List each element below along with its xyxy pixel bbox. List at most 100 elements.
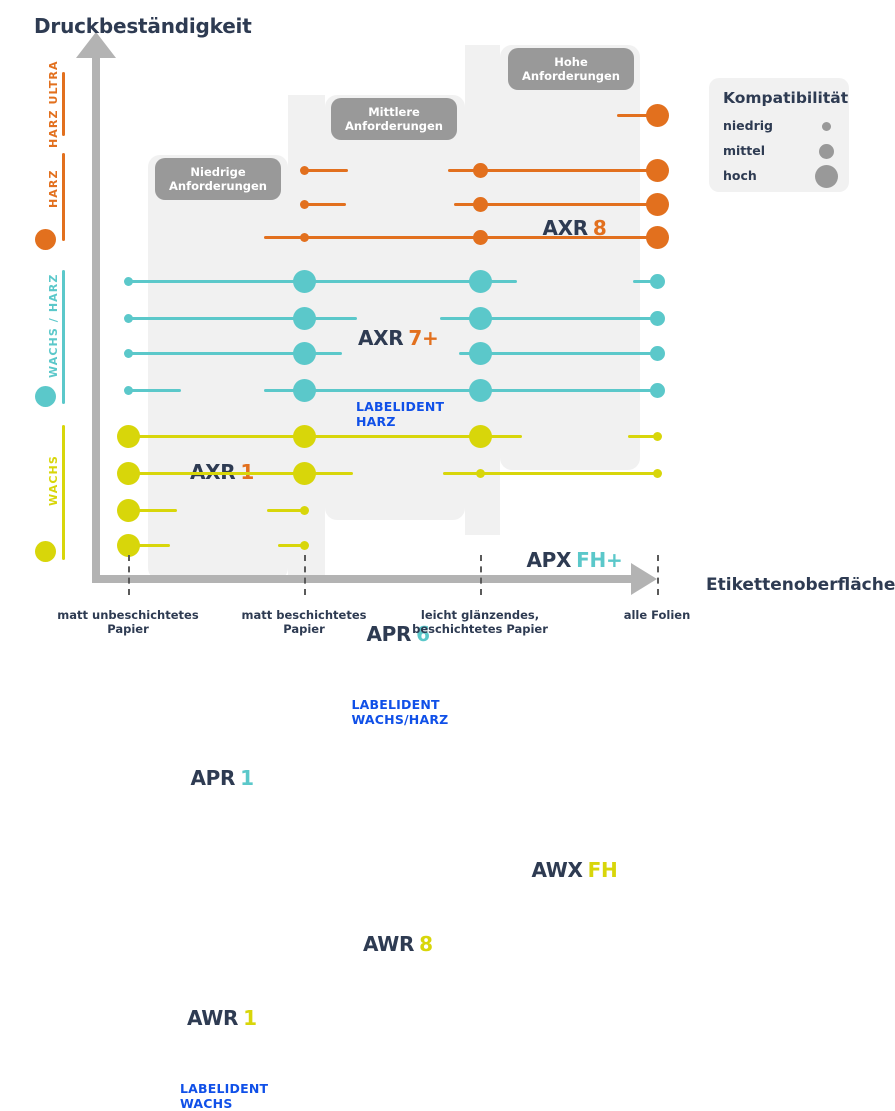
connector-line (128, 434, 304, 438)
zone-tag-1: Niedrige Anforderungen (155, 158, 281, 200)
y-category-label: HARZ ULTRA (47, 60, 60, 148)
connector-line (454, 202, 480, 206)
legend-item: mittel (723, 143, 835, 161)
data-point-niedrig (299, 165, 309, 175)
connector-line (616, 113, 657, 117)
connector-line (439, 316, 480, 320)
data-point-niedrig (299, 505, 309, 515)
data-point-niedrig (475, 468, 485, 478)
data-point-hoch (645, 158, 669, 182)
data-point-mittel (649, 345, 665, 361)
x-tick-mark (304, 555, 306, 595)
connector-line (264, 235, 304, 239)
connector-line (448, 168, 480, 172)
zone-tag-2: Mittlere Anforderungen (331, 98, 457, 140)
data-point-hoch (468, 306, 492, 330)
data-point-hoch (468, 341, 492, 365)
x-tick-mark (657, 555, 659, 595)
chart-canvas: Niedrige Anforderungen Mittlere Anforderu… (34, 14, 895, 1111)
series-label-prefix: AWR (187, 1006, 239, 1030)
y-category-label: HARZ (47, 169, 60, 209)
connector-line (278, 543, 304, 547)
x-tick-label: leicht glänzendes, beschichtetes Papier (412, 608, 548, 636)
x-tick-label: matt unbeschichtetes Papier (57, 608, 199, 636)
connector-line (304, 235, 480, 239)
series-label-suffix: 8 (419, 932, 433, 956)
data-point-niedrig (299, 232, 309, 242)
y-category-label: WACHS (47, 455, 60, 507)
series-label-labelident: LABELIDENT HARZ (356, 399, 445, 429)
connector-line (480, 316, 657, 320)
x-tick-label: matt beschichtetes Papier (241, 608, 367, 636)
connector-line (128, 471, 304, 475)
connector-line (632, 279, 657, 283)
data-point-niedrig (299, 199, 309, 209)
y-category-bar (62, 270, 65, 404)
x-axis-arrow-icon (631, 563, 657, 595)
data-point-hoch (468, 269, 492, 293)
data-point-hoch (645, 225, 669, 249)
data-point-niedrig (123, 313, 133, 323)
y-axis-arrow-icon (76, 32, 116, 58)
connector-line (128, 351, 304, 355)
data-point-mittel (472, 162, 488, 178)
connector-line (304, 202, 346, 206)
connector-line (480, 235, 657, 239)
data-point-niedrig (123, 348, 133, 358)
connector-line (480, 168, 657, 172)
data-point-hoch (468, 424, 492, 448)
y-category-dot (35, 229, 56, 250)
connector-line (304, 388, 480, 392)
connector-line (304, 168, 348, 172)
connector-line (480, 471, 657, 475)
connector-line (304, 316, 357, 320)
series-label-prefix: APX (526, 548, 572, 572)
series-label-prefix: AWX (531, 858, 583, 882)
series-label-labelident: LABELIDENT WACHS/HARZ (351, 697, 449, 727)
column-band-1 (288, 95, 325, 580)
x-axis-title: Etikettenoberfläche (706, 575, 895, 595)
data-point-hoch (292, 269, 316, 293)
connector-line (128, 543, 170, 547)
series-label-prefix: AXR (358, 326, 404, 350)
data-point-hoch (116, 498, 140, 522)
data-point-hoch (292, 306, 316, 330)
series-label-suffix: 8 (592, 216, 607, 240)
connector-line (304, 434, 480, 438)
series-label-suffix: FH (587, 858, 618, 882)
connector-line (627, 434, 657, 438)
data-point-hoch (292, 461, 316, 485)
series-label-suffix: 1 (240, 766, 254, 790)
connector-line (128, 316, 304, 320)
series-label-suffix: FH+ (576, 548, 623, 572)
y-axis-title: Druckbeständigkeit (34, 14, 252, 38)
y-category-bar (62, 153, 65, 241)
legend-item-label: hoch (723, 168, 757, 183)
legend-item: hoch (723, 164, 838, 188)
zone-panel-1 (148, 155, 288, 580)
y-category-bar (62, 72, 65, 136)
data-point-niedrig (652, 468, 662, 478)
zone-panel-3 (500, 45, 640, 470)
data-point-mittel (649, 273, 665, 289)
data-point-hoch (292, 378, 316, 402)
connector-line (128, 508, 177, 512)
data-point-mittel (472, 196, 488, 212)
series-label-labelident: LABELIDENT WACHS (180, 1081, 269, 1111)
series-label-suffix: 1 (243, 1006, 257, 1030)
data-point-hoch (645, 192, 669, 216)
data-point-hoch (116, 424, 140, 448)
legend-item-label: niedrig (723, 118, 774, 133)
connector-line (304, 351, 342, 355)
connector-line (480, 202, 657, 206)
x-tick-mark (480, 555, 482, 595)
series-label-suffix: 7+ (408, 326, 439, 350)
connector-line (267, 508, 304, 512)
connector-line (128, 388, 181, 392)
